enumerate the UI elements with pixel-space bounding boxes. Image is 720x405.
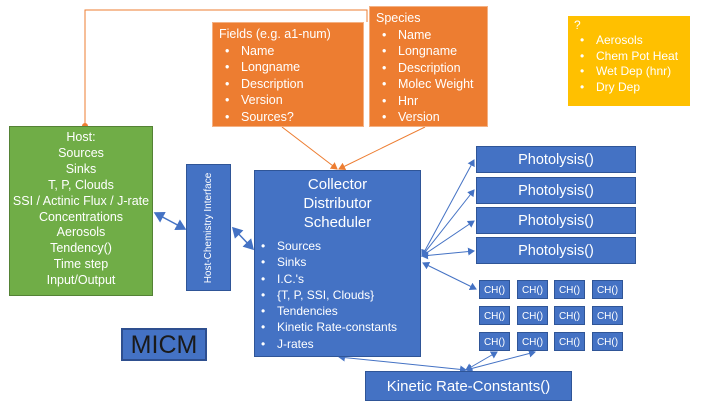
species-item: Version	[376, 109, 481, 126]
host-line: Sinks	[65, 161, 97, 176]
fields-title: Fields (e.g. a1-num)	[219, 27, 331, 41]
photolysis-box: Photolysis()	[476, 207, 636, 234]
collector-photolysis-3	[421, 220, 475, 257]
collector-photolysis-2	[421, 189, 475, 257]
collector-item: I.C.'s	[255, 271, 420, 288]
collector-item: Tendencies	[255, 303, 420, 320]
ch-box: CH()	[554, 332, 585, 351]
ch-box: CH()	[479, 280, 510, 299]
fields-item: Name	[219, 43, 357, 60]
host-line: Concentrations	[38, 209, 124, 224]
collector-list: Sources Sinks I.C.'s {T, P, SSI, Clouds}…	[255, 238, 420, 352]
fields-list: Name Longname Description Version Source…	[219, 43, 357, 126]
host-line: Sources	[58, 145, 104, 160]
species-list: Name Longname Description Molec Weight H…	[376, 27, 481, 126]
fields-item: Version	[219, 92, 357, 109]
ch-box: CH()	[592, 280, 623, 299]
ch-box: CH()	[517, 280, 548, 299]
fields-item: Sources?	[219, 109, 357, 126]
species-title: Species	[376, 11, 421, 25]
kinetic-rate-constants-box: Kinetic Rate-Constants()	[365, 371, 572, 401]
collector-photolysis-1	[421, 159, 475, 257]
photolysis-box: Photolysis()	[476, 177, 636, 204]
photolysis-box: Photolysis()	[476, 237, 636, 264]
host-line: SSI / Actinic Flux / J-rate	[12, 193, 150, 208]
species-item: Longname	[376, 43, 481, 60]
ch-box: CH()	[554, 306, 585, 325]
ch-box: CH()	[479, 332, 510, 351]
collector-heading-line: Collector	[307, 176, 368, 193]
collector-item: Kinetic Rate-constants	[255, 319, 420, 336]
collector-ch-arrow	[422, 262, 477, 290]
note-item: Aerosols	[574, 33, 684, 49]
host-line: T, P, Clouds	[48, 177, 114, 192]
note-item: Chem Pot Heat	[574, 49, 684, 65]
ch-box: CH()	[554, 280, 585, 299]
species-item: Hnr	[376, 93, 481, 110]
host-chemistry-interface-box: Host-Chemistry Interface	[186, 164, 231, 291]
species-box: Species Name Longname Description Molec …	[369, 6, 488, 127]
ch-box: CH()	[592, 306, 623, 325]
kinetic-ch-arrow-2	[465, 349, 536, 373]
species-item: Description	[376, 60, 481, 77]
host-line: Aerosols	[56, 225, 106, 240]
collector-item: {T, P, SSI, Clouds}	[255, 287, 420, 304]
photolysis-box: Photolysis()	[476, 146, 636, 173]
collector-item: Sinks	[255, 254, 420, 271]
collector-heading-line: Distributor	[303, 195, 372, 212]
ch-box: CH()	[517, 306, 548, 325]
species-to-collector-arrow	[338, 126, 426, 170]
interface-collector-arrow	[231, 226, 255, 251]
interface-label: Host-Chemistry Interface	[202, 172, 214, 283]
fields-to-collector-arrow	[281, 126, 338, 170]
ch-box: CH()	[479, 306, 510, 325]
open-questions-box: ? Aerosols Chem Pot Heat Wet Dep (hnr) D…	[568, 16, 690, 106]
micm-label: MICM	[121, 328, 207, 361]
note-item: Dry Dep	[574, 80, 684, 96]
collector-item: J-rates	[255, 336, 420, 353]
collector-item: Sources	[255, 238, 420, 255]
host-line: Host:	[66, 130, 96, 144]
note-item: Wet Dep (hnr)	[574, 64, 684, 80]
species-item: Molec Weight	[376, 76, 481, 93]
collector-kinetic-arrow	[338, 353, 467, 374]
host-line: Tendency()	[50, 241, 112, 256]
note-title: ?	[574, 18, 581, 32]
kinetic-ch-arrow-1	[465, 351, 498, 371]
host-line: Time step	[53, 257, 109, 272]
fields-box: Fields (e.g. a1-num) Name Longname Descr…	[212, 22, 364, 127]
collector-box: Collector Distributor Scheduler Sources …	[254, 170, 421, 357]
host-box: Host: Sources Sinks T, P, Clouds SSI / A…	[9, 126, 153, 296]
host-to-metadata-line	[82, 9, 368, 129]
note-list: Aerosols Chem Pot Heat Wet Dep (hnr) Dry…	[574, 33, 684, 95]
collector-heading-line: Scheduler	[303, 214, 372, 231]
fields-item: Longname	[219, 59, 357, 76]
fields-item: Description	[219, 76, 357, 93]
ch-box: CH()	[517, 332, 548, 351]
ch-box: CH()	[592, 332, 623, 351]
species-item: Name	[376, 27, 481, 44]
host-line: Input/Output	[46, 273, 116, 288]
collector-photolysis-4	[421, 247, 475, 260]
host-interface-arrow	[153, 211, 187, 231]
